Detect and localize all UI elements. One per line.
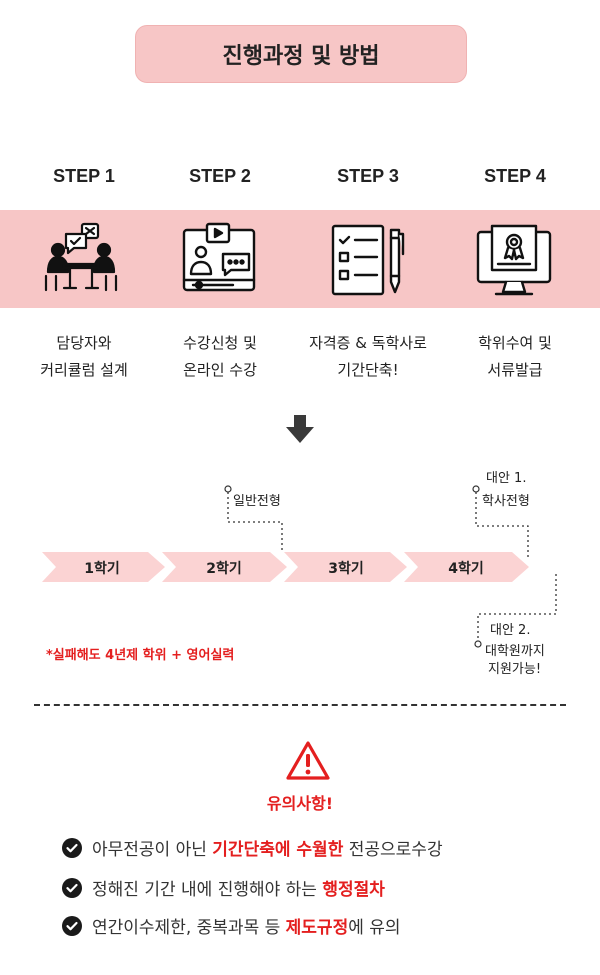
alternative-2-line1: 대학원까지 xyxy=(485,644,545,659)
semester-4-arrow xyxy=(404,552,529,582)
semester-4-label: 4학기 xyxy=(448,561,484,577)
caution-item-1: 아무전공이 아닌 기간단축에 수월한 전공으로수강 xyxy=(62,835,443,860)
caution-item-1-after: 전공으로수강 xyxy=(343,840,443,860)
step-3-desc-line2: 기간단축! xyxy=(337,361,399,379)
checklist-icon xyxy=(331,224,405,296)
alternative-2-title: 대안 2. xyxy=(490,623,531,638)
page-title: 진행과정 및 방법 xyxy=(135,25,467,83)
general-admission-label: 일반전형 xyxy=(233,494,281,509)
section-divider xyxy=(34,704,566,706)
check-circle-icon xyxy=(62,837,82,858)
semester-1-arrow xyxy=(42,552,165,582)
step-2-description: 수강신청 및 온라인 수강 xyxy=(145,330,295,384)
step-1-desc-line2: 커리큘럼 설계 xyxy=(40,361,128,379)
check-circle-icon xyxy=(62,915,82,936)
alternative-1-label: 학사전형 xyxy=(482,494,530,509)
step-4-desc-line2: 서류발급 xyxy=(487,361,543,379)
alternative-1-title: 대안 1. xyxy=(486,471,527,486)
diploma-monitor-icon xyxy=(476,224,552,296)
step-2-desc-line2: 온라인 수강 xyxy=(183,361,257,379)
caution-item-2: 정해진 기간 내에 진행해야 하는 행정절차 xyxy=(62,875,385,900)
caution-item-3: 연간이수제한, 중복과목 등 제도규정 에 유의 xyxy=(62,913,401,938)
caution-title: 유의사항! xyxy=(266,794,334,813)
caution-item-2-before: 정해진 기간 내에 진행해야 하는 xyxy=(92,880,323,900)
caution-item-3-before: 연간이수제한, 중복과목 등 xyxy=(92,918,286,938)
caution-item-3-after: 에 유의 xyxy=(348,918,401,938)
alternative-2-line2: 지원가능! xyxy=(488,662,542,677)
step-2-desc-line1: 수강신청 및 xyxy=(183,334,257,352)
step-2-label: STEP 2 xyxy=(189,166,251,186)
semester-2-label: 2학기 xyxy=(206,561,242,577)
admission-connectors xyxy=(224,485,557,648)
consultation-icon xyxy=(44,222,118,292)
warning-icon xyxy=(286,741,330,780)
semester-2-arrow xyxy=(162,552,287,582)
step-4-label: STEP 4 xyxy=(484,166,546,186)
semester-3-label: 3학기 xyxy=(328,561,364,577)
caution-item-2-highlight: 행정절차 xyxy=(322,880,385,900)
step-3-desc-line1: 자격증 & 독학사로 xyxy=(309,334,427,352)
step-4-desc-line1: 학위수여 및 xyxy=(478,334,552,352)
online-lecture-icon xyxy=(182,222,256,292)
step-4-description: 학위수여 및 서류발급 xyxy=(440,330,590,384)
step-1-description: 담당자와 커리큘럼 설계 xyxy=(9,330,159,384)
arrow-down-icon xyxy=(286,415,314,443)
step-1-desc-line1: 담당자와 xyxy=(56,334,112,352)
caution-item-1-before: 아무전공이 아닌 xyxy=(92,840,213,860)
check-circle-icon xyxy=(62,877,82,898)
semester-3-arrow xyxy=(284,552,407,582)
caution-item-1-highlight: 기간단축에 수월한 xyxy=(212,840,344,860)
step-3-label: STEP 3 xyxy=(337,166,399,186)
semester-1-label: 1학기 xyxy=(84,561,120,577)
step-3-description: 자격증 & 독학사로 기간단축! xyxy=(293,330,443,384)
caution-item-3-highlight: 제도규정 xyxy=(285,918,349,938)
failure-note: *실패해도 4년제 학위 + 영어실력 xyxy=(46,648,235,663)
semester-timeline xyxy=(42,552,529,582)
step-1-label: STEP 1 xyxy=(53,166,115,186)
